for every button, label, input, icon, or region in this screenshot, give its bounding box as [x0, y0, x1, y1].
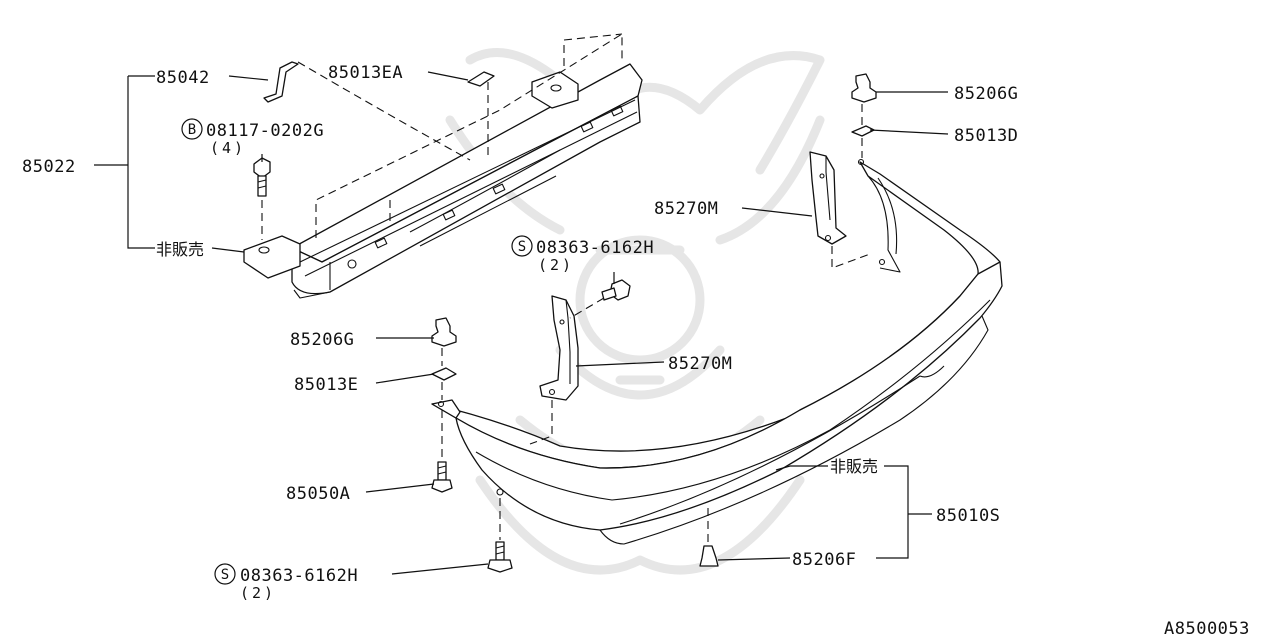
bracket-85042-drawing [263, 61, 299, 103]
label-screw-08363-6162H-upper: 08363-6162H [536, 238, 654, 258]
label-85042: 85042 [156, 68, 210, 88]
label-not-sold-fascia: 非販売 [830, 457, 878, 476]
label-bolt-qty: (4) [210, 139, 246, 157]
bumper-guide-lines [441, 104, 871, 546]
label-85010S: 85010S [936, 506, 1000, 526]
clip-85206F-drawing [699, 545, 719, 567]
label-screw-qty-lower: (2) [240, 584, 276, 602]
bumper-fascia-drawing [431, 158, 1003, 545]
label-85206G-lower: 85206G [290, 330, 354, 350]
label-85013EA: 85013EA [328, 63, 403, 83]
reinforcement-guide-lines [261, 33, 623, 240]
bumper-reinforcement-drawing [243, 63, 643, 299]
screw-08363-upper-drawing [601, 279, 631, 301]
diagram-code: A8500053 [1164, 619, 1250, 638]
clip-85206G-upper-drawing [851, 73, 877, 103]
label-screw-qty-upper: (2) [538, 256, 574, 274]
label-85013D: 85013D [954, 126, 1018, 146]
clip-85206G-lower-drawing [431, 317, 457, 347]
stay-85270M-upper-drawing [809, 151, 847, 245]
pad-85013EA-drawing [467, 71, 495, 87]
label-85206F: 85206F [792, 550, 856, 570]
leader-lines [94, 71, 949, 575]
pad-85013D-drawing [851, 125, 875, 137]
svg-text:S: S [518, 239, 526, 255]
pad-85013E-drawing [431, 367, 457, 381]
svg-text:S: S [221, 567, 229, 583]
label-screw-08363-6162H-lower: 08363-6162H [240, 566, 358, 586]
svg-text:B: B [188, 122, 196, 138]
label-85206G-upper: 85206G [954, 84, 1018, 104]
bolt-symbol-B: B [181, 118, 203, 140]
screw-symbol-S-upper: S [511, 235, 533, 257]
label-85013E: 85013E [294, 375, 358, 395]
label-85270M-upper: 85270M [654, 199, 718, 219]
bolt-08117-drawing [253, 157, 271, 197]
screw-08363-lower-drawing [487, 541, 513, 573]
label-85050A: 85050A [286, 484, 350, 504]
screw-symbol-S-lower: S [214, 563, 236, 585]
stay-85270M-lower-drawing [539, 295, 579, 401]
label-bolt-08117-0202G: 08117-0202G [206, 121, 324, 141]
label-85270M-lower: 85270M [668, 354, 732, 374]
screw-85050A-drawing [431, 461, 453, 493]
label-85022: 85022 [22, 157, 76, 177]
label-not-sold-reinforcement: 非販売 [156, 240, 204, 259]
